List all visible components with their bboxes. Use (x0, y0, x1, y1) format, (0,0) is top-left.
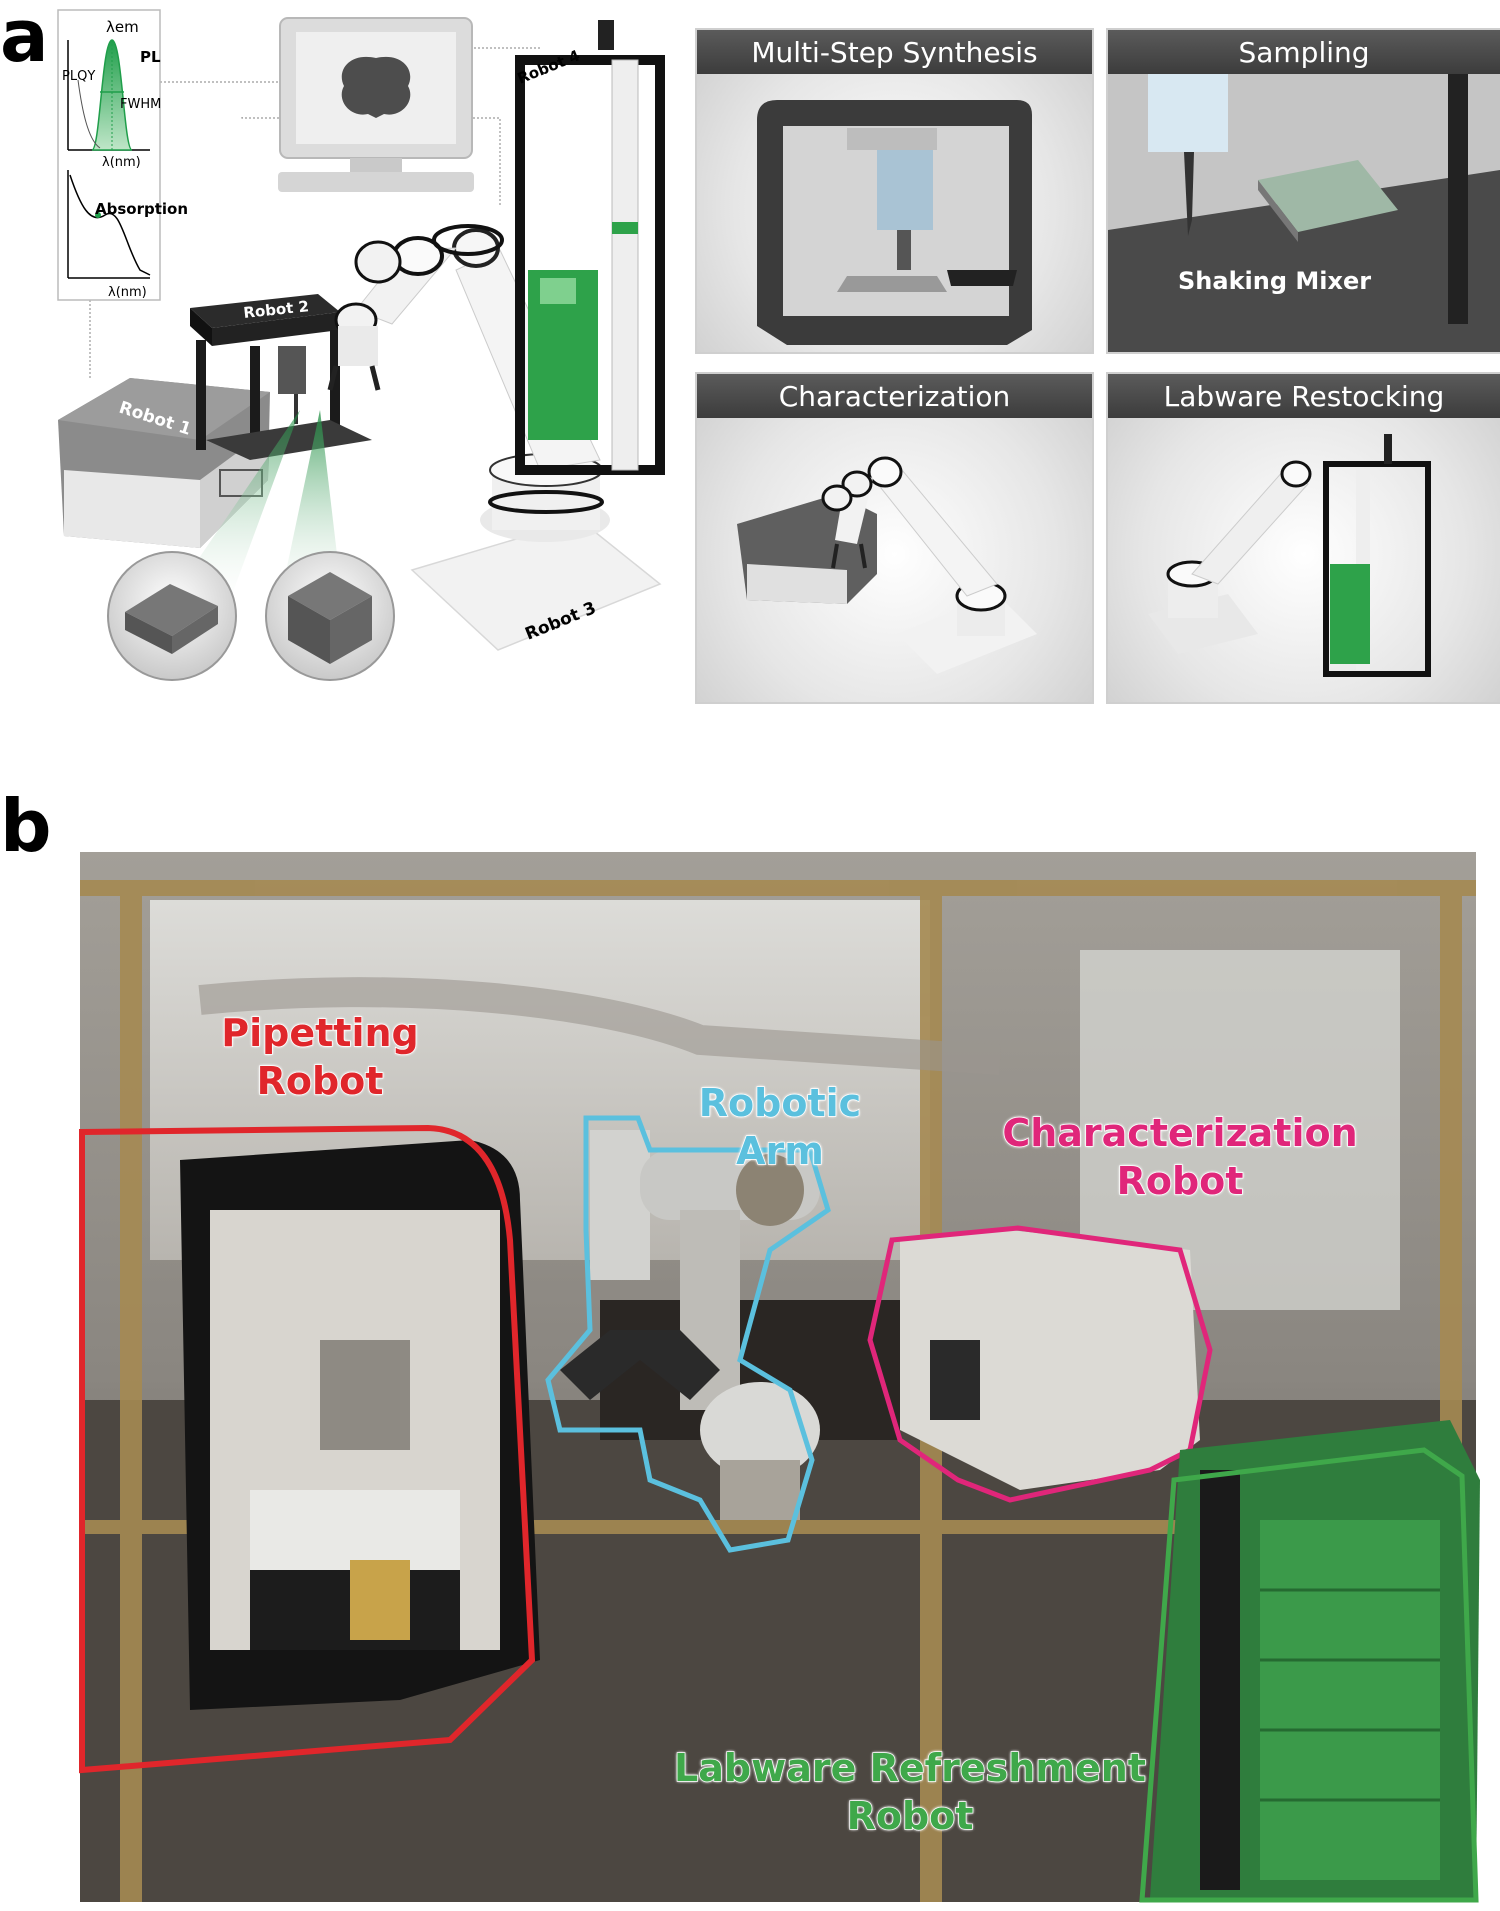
pipetting-robot-photo (180, 1140, 540, 1710)
x-label-top: λ(nm) (102, 155, 141, 170)
characterization-robot-photo (900, 1230, 1200, 1490)
lambda-em-label: λem (106, 18, 139, 36)
restocking-illustration (1148, 434, 1431, 677)
panel-a-letter: a (0, 0, 49, 78)
characterization-illustration (737, 456, 1037, 674)
card-characterization: Characterization (695, 372, 1094, 704)
characterization-robot-label: Characterization Robot (1002, 1110, 1359, 1203)
panel-b-letter: b (0, 784, 52, 868)
pl-label: PL (140, 48, 161, 66)
card-title: Characterization (697, 374, 1092, 418)
sampling-illustration (1108, 74, 1500, 352)
spectra-box (57, 9, 161, 301)
pipetting-robot-label: Pipetting Robot (221, 1010, 420, 1103)
card-labware-restocking: Labware Restocking (1106, 372, 1500, 704)
absorption-curve (69, 174, 151, 276)
robotic-arm-label: Robotic Arm (698, 1080, 862, 1173)
robotic-arm-outline (545, 1115, 831, 1553)
absorption-label: Absorption (95, 200, 188, 218)
robotic-arm-photo (560, 1130, 820, 1520)
plqy-label: PLQY (62, 69, 95, 84)
synthesis-illustration (757, 100, 1032, 345)
robot1-illustration (58, 378, 270, 548)
robot2-illustration (190, 294, 372, 460)
card-multi-step-synthesis: Multi-Step Synthesis (695, 28, 1094, 354)
characterization-outline (867, 1225, 1213, 1503)
brain-icon (341, 56, 411, 118)
labware-outline (1139, 1447, 1479, 1903)
card-title: Multi-Step Synthesis (697, 30, 1092, 74)
card-title: Sampling (1108, 30, 1500, 74)
nanocrystal-sphere-right (265, 551, 395, 681)
labware-robot-photo (1150, 1420, 1480, 1898)
card-sampling: Sampling Shaking Mixer (1106, 28, 1500, 354)
robot4-illustration (515, 20, 665, 475)
pipetting-outline (79, 1124, 536, 1774)
nanocrystal-sphere-left (107, 551, 237, 681)
fwhm-label: FWHM (120, 97, 161, 112)
monitor-icon (278, 17, 474, 192)
card-title: Labware Restocking (1108, 374, 1500, 418)
shaking-mixer-label: Shaking Mixer (1178, 267, 1372, 295)
labware-refreshment-label: Labware Refreshment Robot (673, 1745, 1146, 1838)
zoom-cone-left (180, 410, 300, 600)
x-label-bottom: λ(nm) (108, 285, 147, 300)
